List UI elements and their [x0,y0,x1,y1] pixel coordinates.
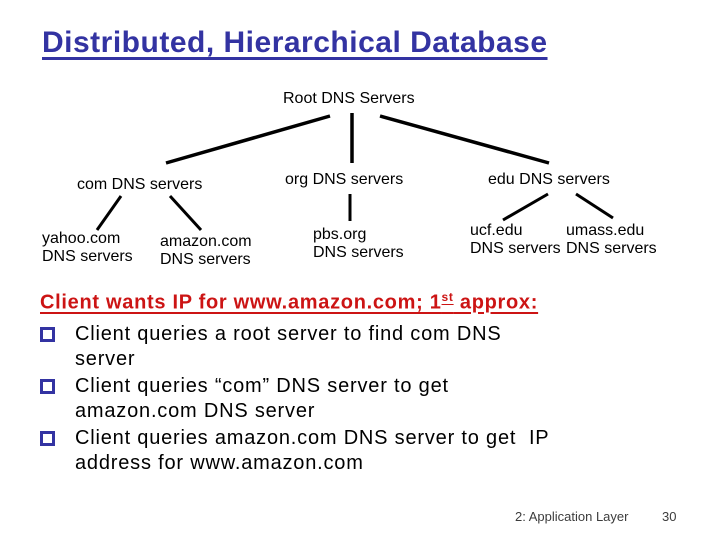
bullet-line: Client queries amazon.com DNS server to … [75,427,550,449]
leaf-sublabel: DNS servers [160,251,251,268]
bullet-line: Client queries a root server to find com… [75,323,502,345]
leaf-domain: amazon.com [160,233,252,250]
bullet-text: Client queries amazon.com DNS server to … [75,426,549,476]
bullet-item: Client queries “com” DNS server to get a… [40,374,660,424]
tree-node-root-dns: Root DNS Servers [283,90,415,107]
heading-tail: approx: [453,291,539,314]
bullet-line: address for www.amazon.com [75,452,364,474]
leaf-sublabel: DNS servers [42,248,133,265]
slide-title: Distributed, Hierarchical Database [42,26,548,59]
tree-node-amazon-com: amazon.com DNS servers [160,233,252,269]
tree-node-ucf-edu: ucf.edu DNS servers [470,222,561,258]
leaf-domain: yahoo.com [42,230,121,247]
footer-section-label: 2: Application Layer [515,509,629,524]
tree-node-pbs-org: pbs.org DNS servers [313,226,404,262]
square-bullet-icon [40,431,55,446]
tree-node-com: com DNS servers [77,176,203,193]
bullet-item: Client queries amazon.com DNS server to … [40,426,660,476]
leaf-domain: umass.edu [566,222,645,239]
leaf-domain: ucf.edu [470,222,523,239]
heading-text: Client wants IP for www.amazon.com; 1 [40,291,442,314]
tree-node-umass-edu: umass.edu DNS servers [566,222,657,258]
leaf-domain: pbs.org [313,226,367,243]
square-bullet-icon [40,379,55,394]
bullet-line: Client queries “com” DNS server to get [75,375,449,397]
tree-node-edu: edu DNS servers [488,171,610,188]
bullet-item: Client queries a root server to find com… [40,322,660,372]
heading-superscript: st [441,290,454,304]
bullet-line: server [75,348,136,370]
leaf-sublabel: DNS servers [566,240,657,257]
section-heading: Client wants IP for www.amazon.com; 1st … [40,290,538,315]
bullet-line: amazon.com DNS server [75,400,316,422]
bullet-text: Client queries “com” DNS server to get a… [75,374,449,424]
tree-node-yahoo-com: yahoo.com DNS servers [42,230,133,266]
leaf-sublabel: DNS servers [470,240,561,257]
bullet-text: Client queries a root server to find com… [75,322,501,372]
square-bullet-icon [40,327,55,342]
footer-page-number: 30 [662,509,677,524]
leaf-sublabel: DNS servers [313,244,404,261]
tree-node-org: org DNS servers [285,171,404,188]
bullet-list: Client queries a root server to find com… [40,322,660,478]
